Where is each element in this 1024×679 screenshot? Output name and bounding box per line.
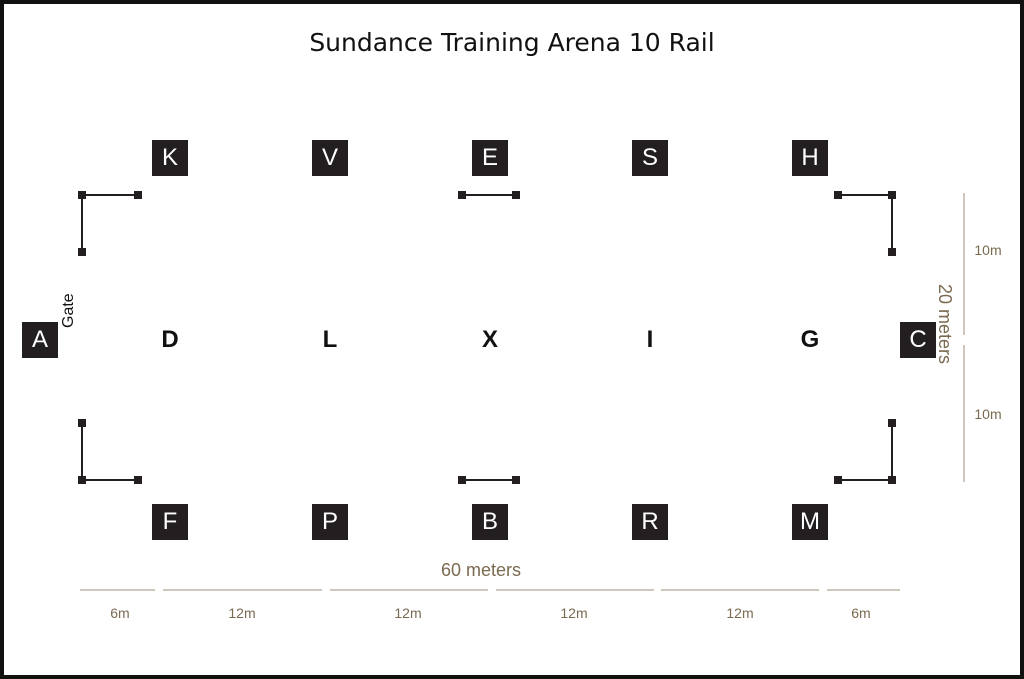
width-segment-label: 12m	[228, 605, 256, 621]
centerline-x: X	[481, 326, 498, 353]
height-label: 20 meters	[935, 284, 955, 365]
marker-c: C	[900, 322, 936, 358]
post	[458, 191, 466, 199]
marker-m: M	[792, 504, 828, 540]
marker-r: R	[632, 504, 668, 540]
post	[888, 191, 896, 199]
post	[834, 476, 842, 484]
marker-s: S	[632, 140, 668, 176]
post	[888, 419, 896, 427]
width-segment-label: 6m	[110, 605, 130, 621]
dimension-lines	[80, 193, 965, 591]
marker-e: E	[472, 140, 508, 176]
marker-a: A	[22, 322, 58, 358]
height-segment-label: 10m	[974, 406, 1002, 422]
post	[512, 476, 520, 484]
rail-posts	[78, 191, 896, 484]
height-segment-label: 10m	[974, 242, 1002, 258]
post	[888, 248, 896, 256]
post	[134, 476, 142, 484]
post	[888, 476, 896, 484]
post	[834, 191, 842, 199]
marker-p: P	[312, 504, 348, 540]
width-segment-label: 12m	[394, 605, 422, 621]
post	[134, 191, 142, 199]
width-segment-label: 12m	[560, 605, 588, 621]
centerline-d: D	[161, 326, 179, 353]
marker-b: B	[472, 504, 508, 540]
width-segment-label: 12m	[726, 605, 754, 621]
marker-h: H	[792, 140, 828, 176]
post	[512, 191, 520, 199]
gate-label: Gate	[60, 293, 77, 328]
post	[458, 476, 466, 484]
centerline-l: L	[322, 326, 338, 353]
centerline-g: G	[800, 326, 820, 353]
marker-v: V	[312, 140, 348, 176]
rail-lines	[81, 194, 893, 481]
marker-f: F	[152, 504, 188, 540]
width-segment-label: 6m	[851, 605, 871, 621]
post	[78, 248, 86, 256]
width-label: 60 meters	[440, 560, 522, 580]
marker-k: K	[152, 140, 188, 176]
post	[78, 476, 86, 484]
diagram-title: Sundance Training Arena 10 Rail	[309, 28, 715, 57]
post	[78, 419, 86, 427]
centerline-i: I	[646, 326, 654, 353]
post	[78, 191, 86, 199]
